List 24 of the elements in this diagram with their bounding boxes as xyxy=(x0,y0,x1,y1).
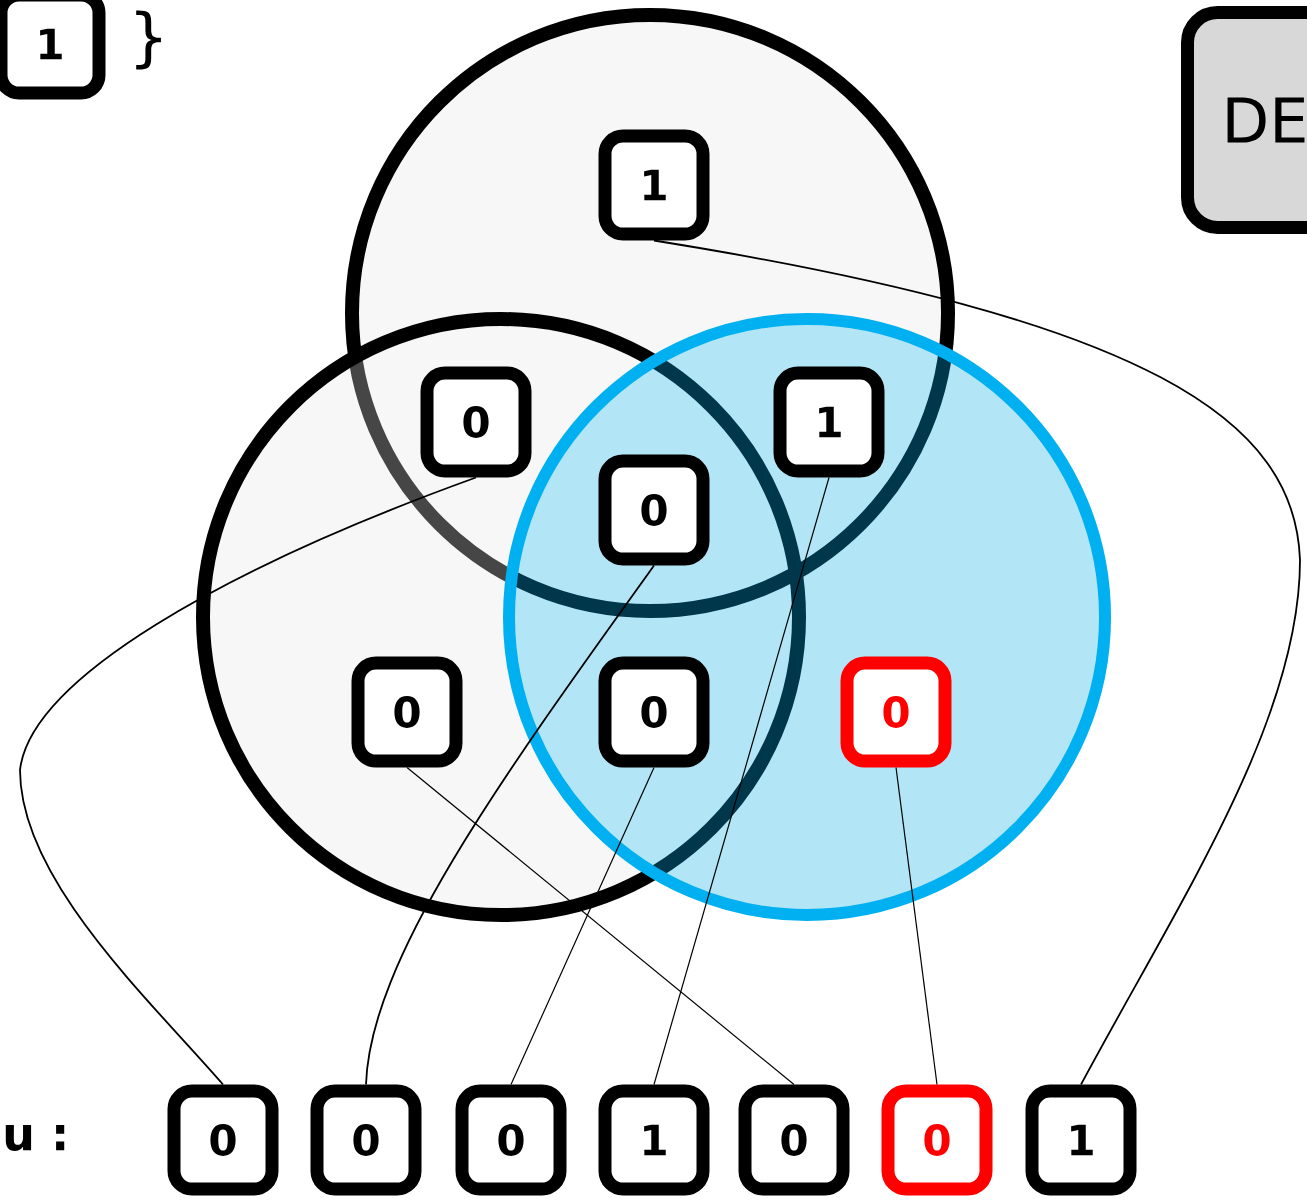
connector-line xyxy=(895,766,938,1086)
connector-line xyxy=(19,476,477,1086)
connector-line xyxy=(653,239,1301,1086)
digit-box: 0 xyxy=(840,656,952,768)
digit-box: 0 xyxy=(167,1084,279,1196)
digit-box: 0 xyxy=(598,656,710,768)
digit-box: 0 xyxy=(351,656,463,768)
digit-box: 0 xyxy=(310,1084,422,1196)
connector-line xyxy=(510,766,655,1086)
digit-box: 0 xyxy=(881,1084,993,1196)
connector-line xyxy=(653,476,830,1086)
digit-box: 1 xyxy=(1025,1084,1137,1196)
digit-box: 0 xyxy=(420,366,532,478)
connector-line xyxy=(365,564,655,1086)
connector-line xyxy=(406,766,795,1086)
digit-box: 0 xyxy=(455,1084,567,1196)
digit-box: 1 xyxy=(0,0,106,100)
digit-box: 1 xyxy=(773,366,885,478)
digit-box: 1 xyxy=(598,129,710,241)
label-box: DE xyxy=(1181,6,1307,234)
digit-box: 0 xyxy=(598,454,710,566)
row-label: u : xyxy=(5,1125,65,1151)
digit-box: 0 xyxy=(738,1084,850,1196)
digit-box: 1 xyxy=(598,1084,710,1196)
